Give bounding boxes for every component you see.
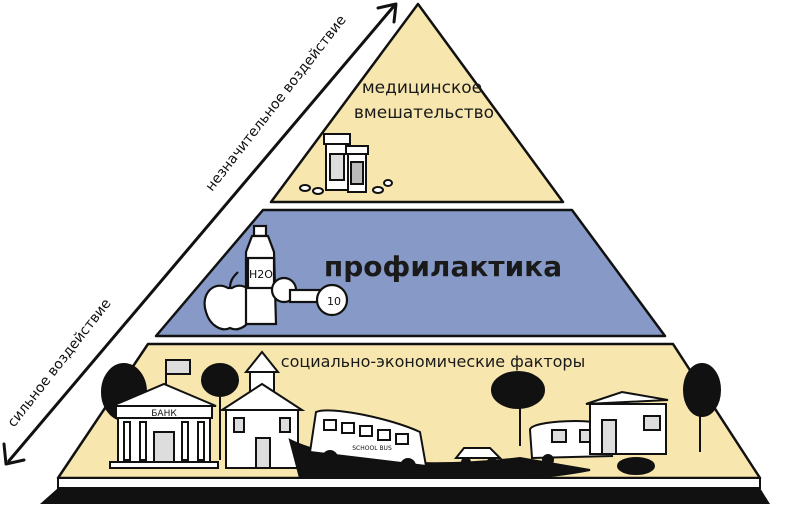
bus-sign: SCHOOL BUS — [352, 445, 392, 452]
bank-sign: БАНК — [151, 409, 177, 419]
pill-bottles-icon — [299, 133, 393, 195]
tier-bottom-label: социально-экономические факторы — [281, 352, 585, 371]
tier-middle-prevention — [154, 208, 667, 338]
school-bus-icon: SCHOOL BUS — [308, 409, 428, 474]
bank-building-icon: БАНК — [109, 359, 219, 469]
impact-axis — [2, 2, 398, 466]
car-icon — [453, 447, 503, 467]
ground-shadow — [40, 488, 770, 504]
axis-label-high-impact: сильное воздействие — [5, 296, 115, 431]
tree-icon — [491, 371, 545, 446]
town-scene: БАНК SCHOOL BUS — [40, 350, 770, 504]
tree-icon — [683, 363, 721, 452]
bottle-label: H2O — [249, 268, 273, 281]
car-icon — [617, 457, 655, 475]
dumbbell-label: 10 — [327, 295, 341, 308]
axis-arrow-down-icon — [2, 442, 26, 466]
tier-middle-label: профилактика — [324, 250, 562, 283]
school-building-icon — [218, 350, 306, 469]
tier-top-label-line1: медицинское — [362, 78, 482, 98]
water-bottle-icon: H2O — [244, 224, 278, 326]
axis-arrow-up-icon — [376, 2, 398, 24]
tier-top-label-line2: вмешательство — [354, 103, 494, 123]
dumbbell-icon: 10 — [270, 276, 349, 317]
shack-icon — [585, 390, 669, 455]
tree-icon — [201, 363, 239, 460]
ground-strip — [57, 477, 761, 489]
impact-axis-line — [6, 5, 396, 463]
